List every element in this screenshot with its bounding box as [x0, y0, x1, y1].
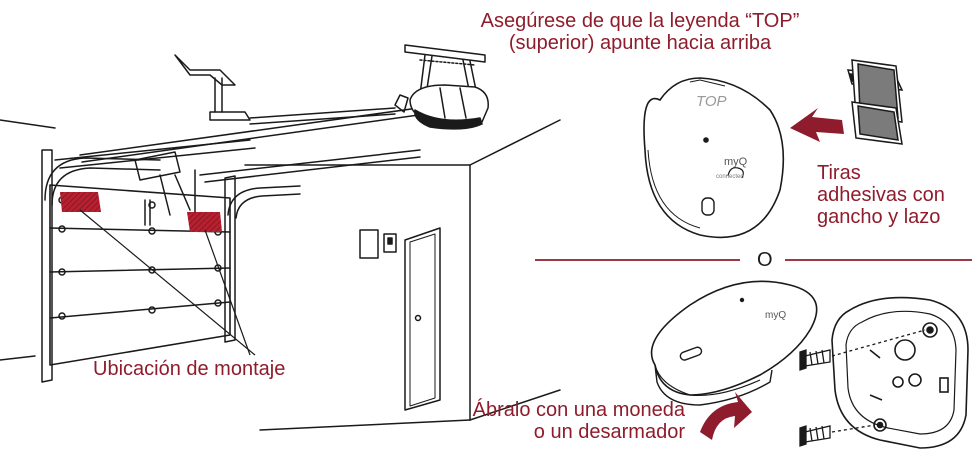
adhesive-strips-icon — [846, 59, 904, 145]
device-top-marking: TOP — [696, 93, 727, 110]
coin-arrow — [700, 392, 752, 440]
device-brand-sub: connected — [716, 174, 744, 180]
device-top-view — [643, 77, 785, 239]
strips-label: Tiras adhesivas con gancho y lazo — [817, 162, 945, 228]
garage-opener — [409, 84, 489, 130]
garage-illustration — [0, 44, 561, 431]
mounting-leader-lines — [79, 209, 256, 356]
backplate — [831, 296, 969, 449]
device-side-view — [650, 280, 818, 406]
strips-line-3: gancho y lazo — [817, 206, 941, 228]
device-brand: myQ — [724, 156, 748, 168]
top-instruction-line-1: Asegúrese de que la leyenda “TOP” — [480, 10, 800, 32]
open-coin-line-2: o un desarmador — [533, 421, 685, 443]
wall-control — [359, 229, 379, 259]
open-coin-label: Ábralo con una moneda o un desarmador — [400, 399, 685, 443]
top-instruction-line-2: (superior) apunte hacia arriba — [508, 32, 772, 54]
strips-arrow — [790, 108, 844, 142]
strips-line-1: Tiras — [817, 162, 861, 184]
interior-door — [404, 227, 441, 411]
screw-lower — [799, 424, 876, 447]
or-label: O — [757, 249, 773, 271]
device-side-brand: myQ — [765, 310, 786, 321]
mounting-label: Ubicación de montaje — [93, 358, 286, 380]
open-coin-line-1: Ábralo con una moneda — [472, 399, 685, 421]
screw-upper — [799, 329, 926, 371]
strips-line-2: adhesivas con — [817, 184, 945, 206]
light-switch — [383, 233, 397, 253]
mounting-locations — [60, 192, 222, 232]
top-instruction-label: Asegúrese de que la leyenda “TOP” (super… — [440, 10, 840, 54]
